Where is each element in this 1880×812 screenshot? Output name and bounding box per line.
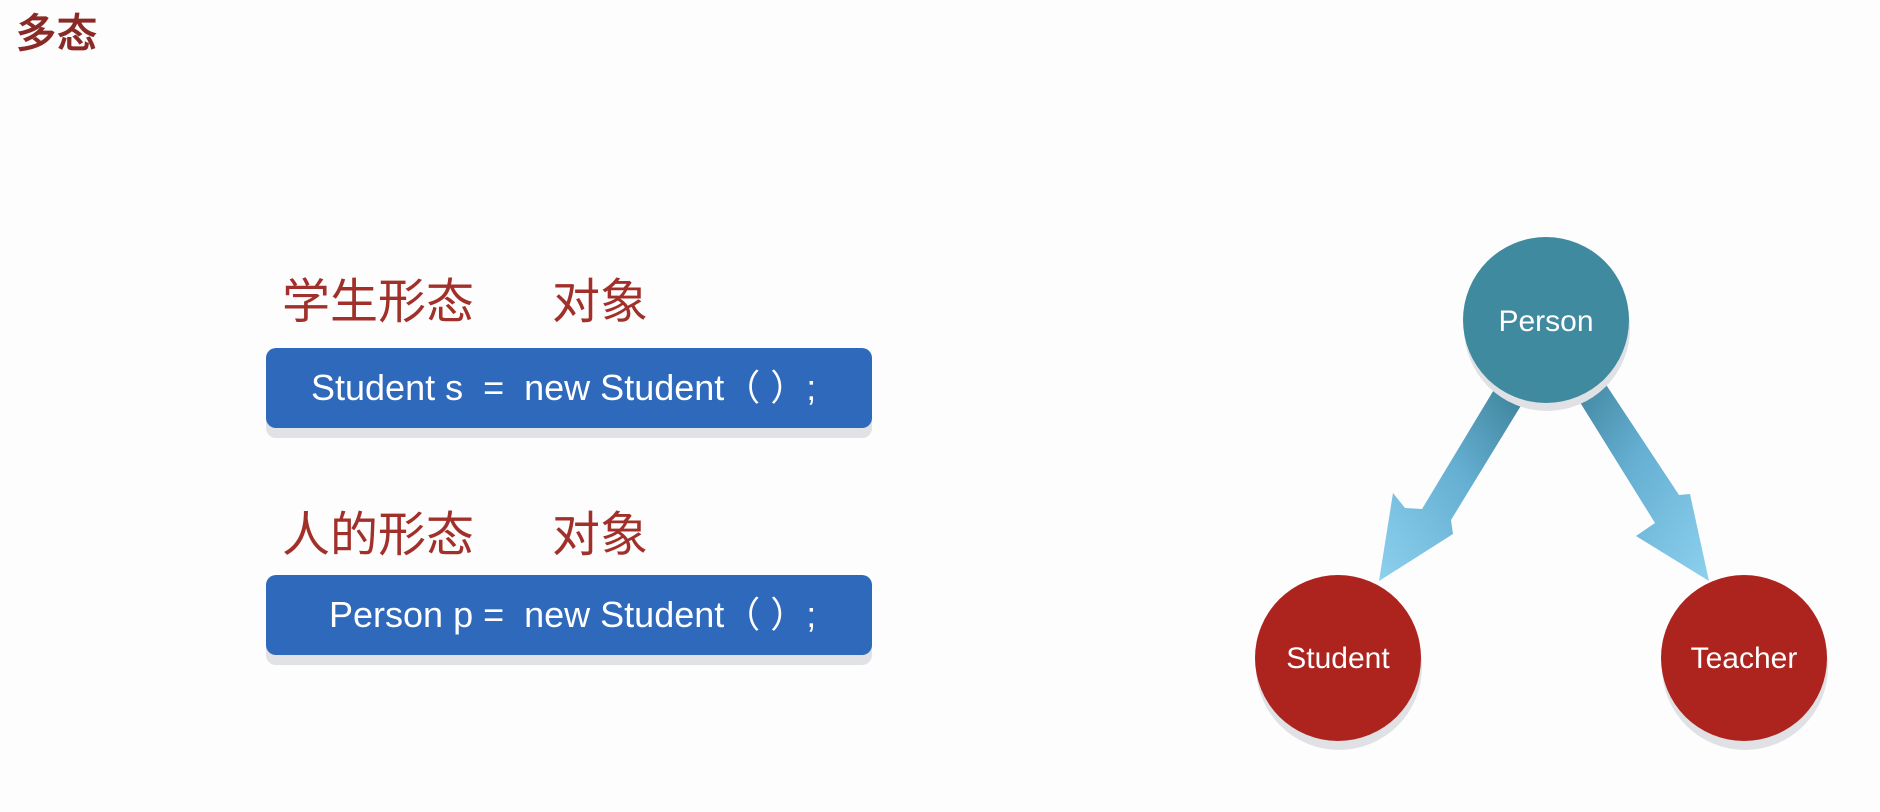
slide-title: 多态 [16, 11, 98, 57]
node-student-label: Student [1286, 642, 1390, 675]
caption-object-label: 对象 [552, 507, 649, 563]
caption-object-label: 对象 [552, 274, 649, 330]
arrow-person-to-teacher [1568, 368, 1709, 581]
node-person: Person [1463, 237, 1630, 411]
code-box-person: Person p = new Student（ ）; [266, 575, 872, 655]
node-teacher-label: Teacher [1691, 642, 1798, 675]
node-student-circle [1255, 575, 1421, 741]
caption-person-form-label: 人的形态 [282, 507, 475, 563]
node-person-circle [1463, 237, 1629, 403]
arrow-person-to-student [1379, 383, 1525, 581]
caption-student-form: 学生形态对象 [282, 278, 648, 326]
node-person-label: Person [1498, 305, 1593, 338]
node-teacher: Teacher [1661, 575, 1828, 750]
caption-student-form-label: 学生形态 [282, 274, 475, 330]
node-teacher-circle [1661, 575, 1827, 741]
caption-person-form: 人的形态对象 [282, 511, 648, 559]
code-box-student: Student s = new Student（ ）; [266, 348, 872, 428]
node-student: Student [1255, 575, 1422, 750]
